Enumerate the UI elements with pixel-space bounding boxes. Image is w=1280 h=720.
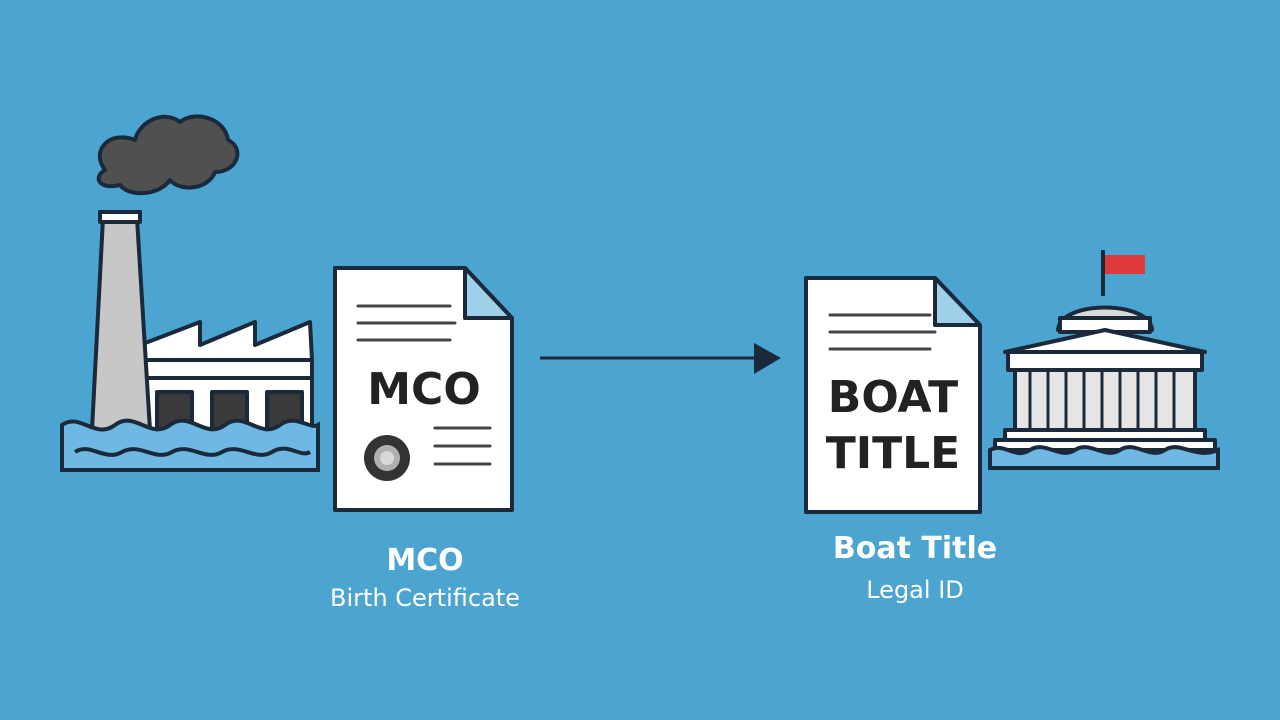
factory-icon [90,114,314,432]
mco-caption-title: MCO [386,543,464,578]
flag-icon [1101,250,1145,296]
boat-title-caption-title: Boat Title [832,531,998,566]
document-icon [804,276,982,514]
boat-title-document [804,276,982,514]
boat-title-document-line2: TITLE [825,428,961,479]
arrow-right-icon [540,343,781,374]
boat-title-document-line1: BOAT [827,372,959,423]
government-building-icon [993,250,1217,452]
water-waves-icon [60,418,320,472]
water-waves-icon [988,445,1220,470]
mco-caption-subtitle: Birth Certificate [330,584,520,612]
boat-title-caption-subtitle: Legal ID [866,576,964,604]
seal-icon [364,435,410,481]
smoke-cloud-icon [96,114,240,196]
mco-document-label: MCO [367,364,481,415]
mco-document [333,266,514,512]
